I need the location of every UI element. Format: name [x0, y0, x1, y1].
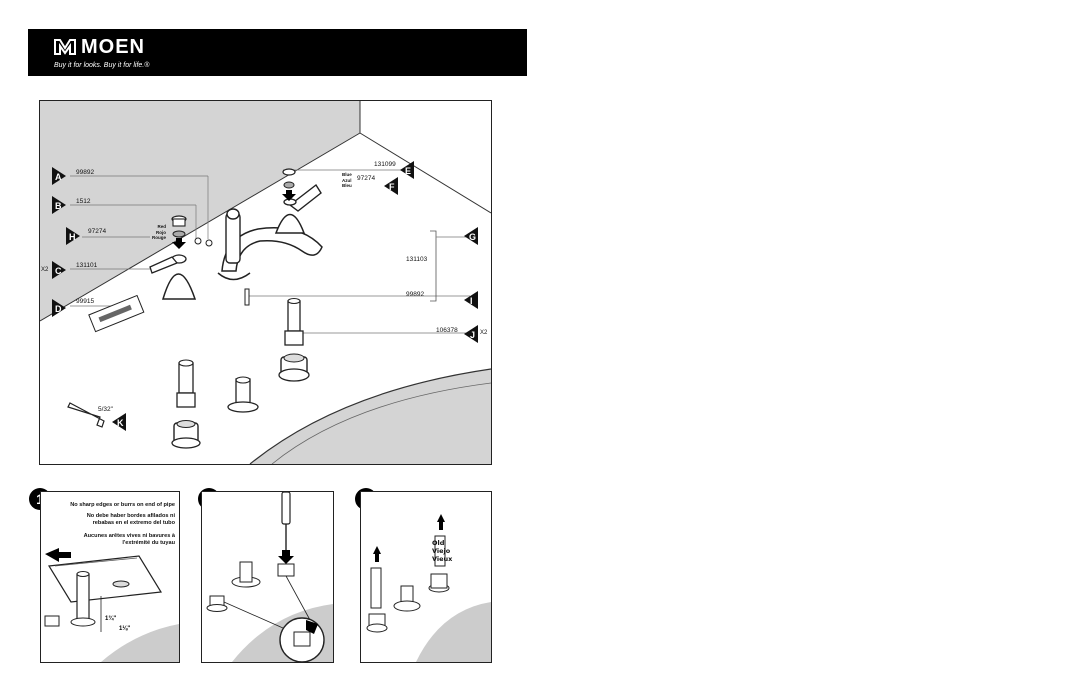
part-marker-f: F	[384, 177, 398, 195]
part-marker-c: C	[52, 261, 66, 279]
step-1-illustration: 1¾" 1⅛"	[44, 548, 179, 662]
part-marker-h: H	[66, 227, 80, 245]
step-3-illustration	[366, 514, 491, 662]
svg-text:E: E	[405, 166, 411, 176]
step-2-illustration	[206, 492, 333, 662]
part-marker-i: I	[464, 291, 478, 309]
brand-header: MOEN Buy it for looks. Buy it for life.®	[28, 29, 527, 76]
part-marker-g: G	[464, 227, 478, 245]
part-qty-c: X2	[41, 267, 49, 273]
part-letter-a: A	[55, 172, 62, 182]
part-marker-b: B	[52, 196, 66, 214]
part-number-e: 131099	[374, 161, 396, 168]
part-number-i: 99892	[406, 291, 425, 298]
svg-text:C: C	[55, 266, 62, 276]
part-marker-d: D	[52, 299, 66, 317]
part-number-c: 131101	[76, 262, 98, 269]
svg-text:J: J	[470, 330, 475, 340]
svg-text:F: F	[389, 182, 395, 192]
part-marker-a: A	[52, 167, 66, 185]
svg-text:K: K	[117, 418, 124, 428]
step-1-warning-fr: Aucunes arêtes vives ni bavures à l'extr…	[83, 533, 175, 546]
part-marker-k: K	[112, 413, 126, 431]
step-1-warning-en: No sharp edges or burrs on end of pipe	[70, 502, 175, 508]
svg-text:G: G	[469, 232, 476, 242]
svg-text:B: B	[55, 201, 62, 211]
step-2-panel	[201, 491, 334, 663]
part-number-f: 97274	[357, 175, 376, 182]
parts-diagram-drawing	[40, 101, 491, 464]
step-1-warning-es: No debe haber bordes afilados ni rebabas…	[86, 513, 175, 526]
part-marker-e: E	[400, 161, 414, 179]
part-number-j: 106378	[436, 327, 458, 334]
part-number-h: 97274	[88, 228, 107, 235]
svg-text:1¾": 1¾"	[105, 615, 116, 622]
step-1-panel: No sharp edges or burrs on end of pipe N…	[40, 491, 180, 663]
svg-text:I: I	[470, 296, 473, 306]
part-marker-j: J	[464, 325, 478, 343]
brand-tagline: Buy it for looks. Buy it for life.®	[54, 62, 150, 69]
part-number-b: 1512	[76, 198, 91, 205]
brand-name: MOEN	[81, 36, 145, 58]
part-qty-j: X2	[480, 330, 488, 336]
part-number-g: 131103	[406, 256, 428, 263]
svg-text:H: H	[69, 232, 76, 242]
svg-text:1⅛": 1⅛"	[119, 626, 130, 632]
part-number-k: 5/32"	[98, 406, 113, 413]
part-number-a: 99892	[76, 169, 95, 176]
part-number-d: 99915	[76, 298, 95, 305]
parts-diagram: A 99892 B 1512 H 97274 X2 C 131101 D 999…	[39, 100, 492, 465]
svg-text:D: D	[55, 304, 62, 314]
moen-logo-icon	[54, 39, 76, 55]
